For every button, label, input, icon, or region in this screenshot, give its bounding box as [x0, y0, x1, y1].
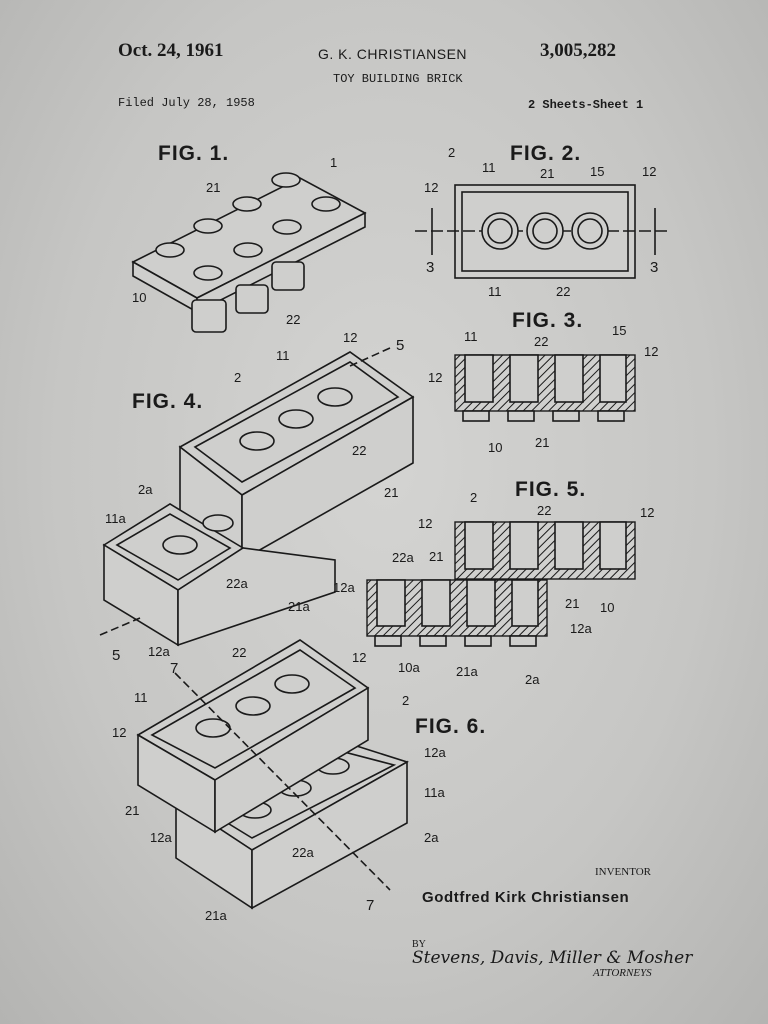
fig5-numeral: 22: [537, 503, 551, 518]
fig5-numeral: 21: [565, 596, 579, 611]
fig4-numeral: 22a: [226, 576, 248, 591]
inventor-short-name: G. K. CHRISTIANSEN: [318, 46, 468, 62]
fig4-label: FIG. 4.: [132, 390, 203, 413]
fig4-numeral: 12a: [148, 644, 170, 659]
by-label: BY: [412, 939, 426, 950]
inventor-label: INVENTOR: [595, 866, 652, 878]
fig6-numeral: 12: [352, 650, 366, 665]
fig2-numeral: 2: [448, 145, 455, 160]
fig4-numeral: 11: [276, 348, 290, 363]
fig5-numeral: 21a: [456, 664, 478, 679]
fig2-numeral: 3: [426, 259, 434, 276]
fig1-numeral: 22: [286, 312, 300, 327]
fig6-numeral: 12: [112, 725, 126, 740]
fig5-label: FIG. 5.: [515, 478, 586, 501]
fig1-numeral: 10: [132, 290, 146, 305]
fig3-numeral: 12: [644, 344, 658, 359]
fig6-numeral: 12a: [424, 745, 446, 760]
fig5-numeral: 10: [600, 600, 614, 615]
fig1-numeral: 1: [330, 155, 337, 170]
fig3-numeral: 11: [464, 329, 478, 344]
fig4-numeral: 22: [352, 443, 366, 458]
fig2-numeral: 11: [488, 284, 502, 299]
fig6-numeral: 7: [366, 897, 374, 914]
fig5-numeral: 22a: [392, 550, 414, 565]
fig4-numeral: 5: [396, 337, 404, 354]
fig2-numeral: 22: [556, 284, 570, 299]
fig4-numeral: 21: [384, 485, 398, 500]
fig4-numeral: 12: [343, 330, 357, 345]
patent-date: Oct. 24, 1961: [118, 40, 224, 61]
inventor-name: Godtfred Kirk Christiansen: [422, 889, 630, 906]
fig4-numeral: 11a: [105, 511, 126, 526]
attorneys-label: ATTORNEYS: [593, 967, 652, 979]
fig6-bricks-drawing: [136, 639, 409, 910]
fig6-numeral: 21a: [205, 908, 227, 923]
fig6-label: FIG. 6.: [415, 715, 486, 738]
fig3-numeral: 21: [535, 435, 549, 450]
fig3-label: FIG. 3.: [512, 309, 583, 332]
fig5-numeral: 12a: [570, 621, 592, 636]
fig6-numeral: 11a: [424, 785, 445, 800]
fig4-numeral: 2: [234, 370, 241, 385]
fig5-section-drawing: [366, 521, 636, 647]
fig5-numeral: 2: [470, 490, 477, 505]
fig2-top-view-drawing: [415, 184, 668, 279]
fig6-numeral: 22a: [292, 845, 314, 860]
fig3-numeral: 22: [534, 334, 548, 349]
fig1-label: FIG. 1.: [158, 142, 229, 165]
fig1-numeral: 21: [206, 180, 220, 195]
fig6-numeral: 11: [134, 690, 148, 705]
fig5-numeral: 2a: [525, 672, 540, 687]
fig2-numeral: 21: [540, 166, 554, 181]
fig6-numeral: 21: [125, 803, 139, 818]
fig3-numeral: 12: [428, 370, 442, 385]
fig3-numeral: 15: [612, 323, 626, 338]
fig2-numeral: 12: [642, 164, 656, 179]
fig5-numeral: 12: [640, 505, 654, 520]
fig4-numeral: 5: [112, 647, 120, 664]
fig2-numeral: 12: [424, 180, 438, 195]
filed-date: Filed July 28, 1958: [118, 96, 255, 110]
patent-number: 3,005,282: [540, 40, 616, 61]
fig6-numeral: 2a: [424, 830, 439, 845]
fig6-numeral: 7: [170, 660, 178, 677]
fig3-section-drawing: [454, 354, 636, 422]
fig5-numeral: 10a: [398, 660, 420, 675]
fig1-plate-drawing: [131, 172, 367, 333]
fig2-numeral: 11: [482, 160, 496, 175]
fig6-numeral: 22: [232, 645, 246, 660]
fig6-numeral: 2: [402, 693, 409, 708]
fig2-label: FIG. 2.: [510, 142, 581, 165]
attorneys-signature: Stevens, Davis, Miller & Mosher: [412, 948, 693, 968]
fig5-numeral: 12a: [333, 580, 355, 595]
fig4-bricks-drawing: [99, 347, 415, 647]
fig3-numeral: 10: [488, 440, 502, 455]
fig4-numeral: 21a: [288, 599, 310, 614]
fig5-numeral: 21: [429, 549, 443, 564]
fig2-numeral: 15: [590, 164, 604, 179]
fig2-numeral: 3: [650, 259, 658, 276]
fig4-numeral: 2a: [138, 482, 153, 497]
fig5-numeral: 12: [418, 516, 432, 531]
fig6-numeral: 12a: [150, 830, 172, 845]
patent-title: TOY BUILDING BRICK: [333, 72, 463, 86]
sheet-count: 2 Sheets-Sheet 1: [528, 98, 644, 112]
